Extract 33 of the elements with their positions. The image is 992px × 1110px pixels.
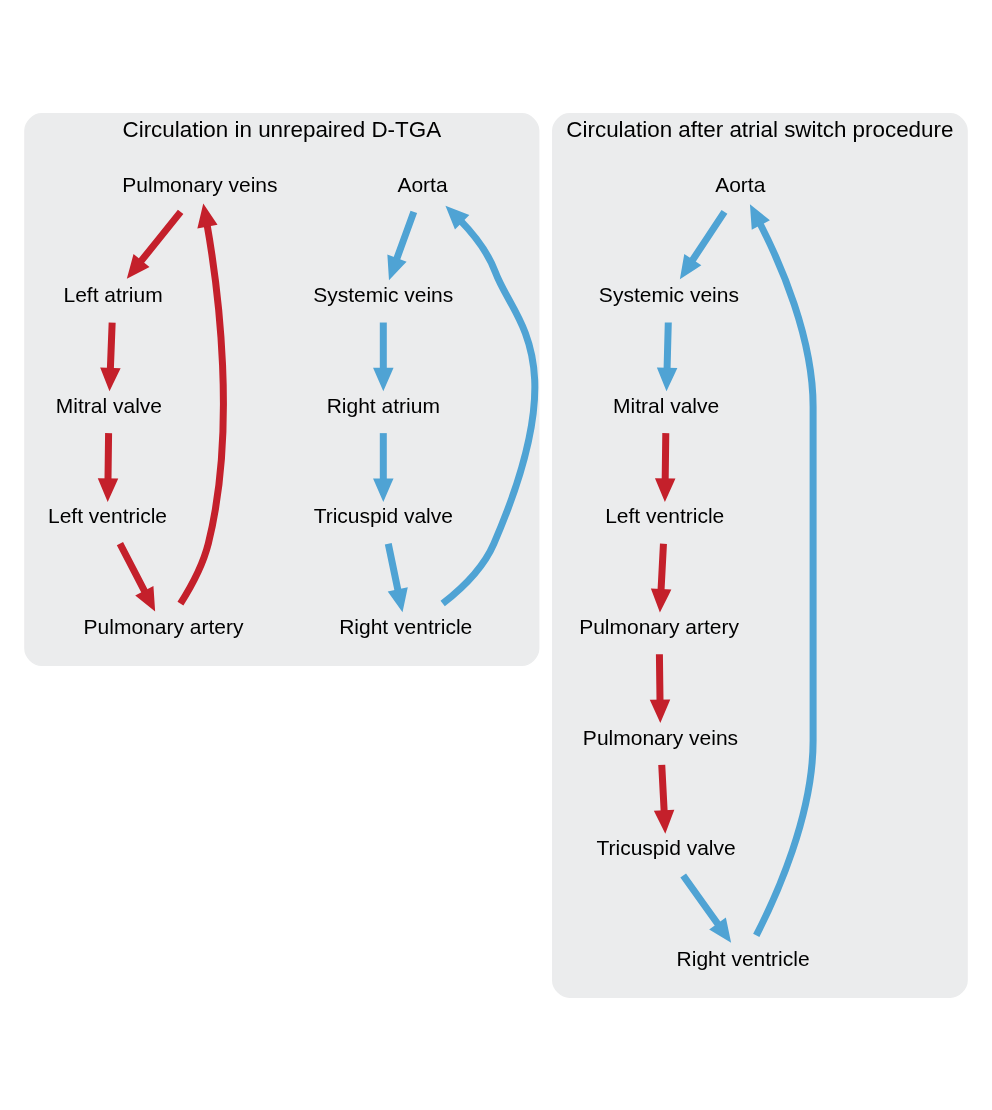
node-text: Systemic veins [313, 282, 454, 306]
arrow [656, 321, 678, 391]
arrow [680, 873, 732, 943]
node-text: Mitral valve [55, 393, 162, 417]
node-text: Pulmonary veins [582, 725, 739, 748]
arrow [649, 653, 671, 723]
arrow [384, 542, 408, 612]
node-text: Left atrium [63, 282, 163, 306]
node-text: Aorta [715, 172, 766, 195]
node-text: Aorta [397, 172, 448, 195]
arrow [679, 209, 728, 279]
node-text: Right ventricle [339, 614, 473, 638]
node-text: Right atrium [326, 393, 440, 417]
arrow [116, 541, 156, 611]
node-text: Systemic veins [598, 282, 739, 306]
arrow [177, 203, 227, 605]
arrow [126, 209, 184, 279]
node-text: Left ventricle [47, 503, 168, 527]
arrow [373, 432, 394, 502]
arrow [440, 205, 538, 606]
node-text: Tricuspid valve [596, 835, 736, 859]
node-text: Pulmonary veins [122, 172, 278, 195]
arrow [654, 432, 676, 502]
arrow [97, 432, 119, 502]
node-text: Left ventricle [605, 503, 725, 527]
node-text: Tricuspid valve [313, 503, 453, 527]
node-text: Right ventricle [676, 946, 810, 970]
arrow [100, 321, 121, 391]
node-text: Pulmonary artery [579, 614, 740, 638]
node-text: Pulmonary artery [83, 614, 244, 638]
arrow [749, 203, 817, 937]
arrow [387, 210, 418, 280]
node-text: Mitral valve [613, 393, 720, 417]
